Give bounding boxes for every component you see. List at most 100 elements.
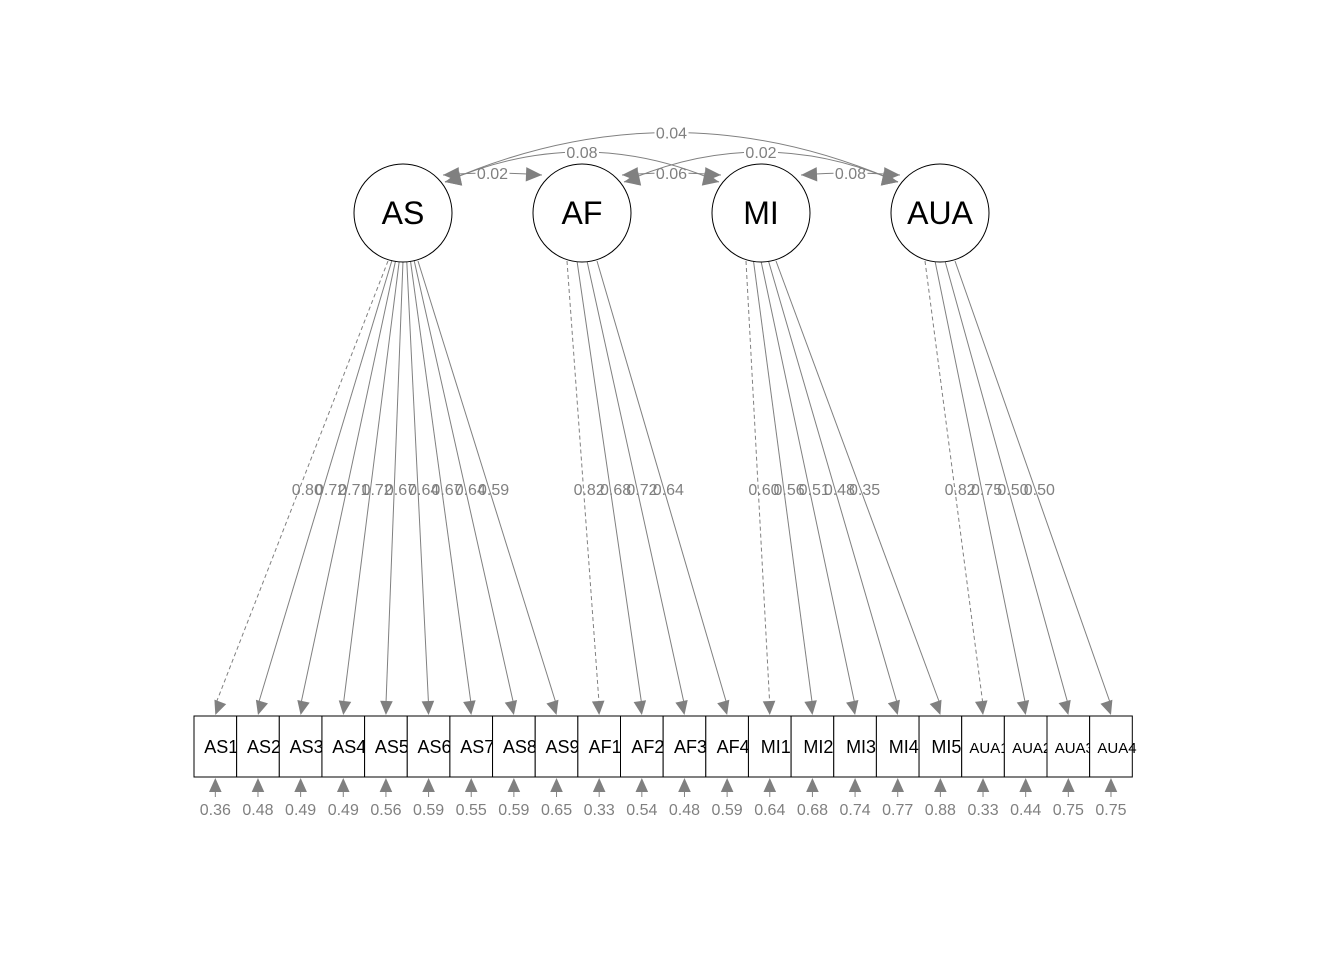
residual-arrowhead (763, 778, 777, 792)
indicator-label: AUA1 (969, 740, 1008, 757)
residual-arrowhead (678, 778, 691, 792)
loading-path (257, 260, 393, 706)
loading-path (342, 260, 400, 706)
loading-label: 0.72 (362, 482, 393, 499)
residual-arrowhead (1104, 778, 1118, 792)
indicator-label: AS2 (247, 737, 281, 757)
loading-label: 0.72 (626, 482, 657, 499)
loading-arrowhead (546, 699, 559, 715)
indicator-label: AF1 (589, 737, 622, 757)
latent-circle (711, 163, 811, 263)
residual-label: 0.59 (712, 802, 743, 819)
covariance-label: 0.06 (656, 166, 687, 183)
latent-circle (532, 163, 632, 263)
residual-label: 0.59 (413, 802, 444, 819)
indicator-label: AS6 (418, 737, 452, 757)
residual-arrowhead (294, 778, 307, 792)
loading-label: 0.64 (653, 482, 684, 499)
latent-circle (890, 163, 990, 263)
residual-arrowhead (720, 778, 734, 792)
residual-label: 0.49 (285, 802, 316, 819)
indicator-node-af1: AF1 0.33 (577, 715, 622, 819)
residual-label: 0.75 (1095, 802, 1126, 819)
indicator-node-mi2: MI2 0.68 (790, 715, 835, 819)
loading-label: 0.64 (408, 482, 439, 499)
indicator-label: AF3 (674, 737, 707, 757)
indicator-node-as2: AS2 0.48 (236, 715, 281, 819)
residual-label: 0.68 (797, 802, 828, 819)
loading-label: 0.60 (748, 482, 779, 499)
residual-arrowhead (209, 778, 222, 792)
loading-path (385, 260, 404, 706)
loading-arrowhead (463, 700, 476, 715)
covariance-label: 0.08 (566, 145, 597, 162)
loading-arrowhead (338, 700, 352, 715)
residual-arrowhead (379, 778, 393, 792)
loading-arrowhead (717, 699, 730, 715)
loading-path (775, 260, 941, 706)
indicator-box (534, 715, 579, 778)
indicator-node-aua1: AUA1 0.33 (961, 715, 1009, 819)
loading-path (417, 260, 558, 706)
covariance-arrowhead (525, 167, 542, 182)
loading-label: 0.51 (799, 482, 830, 499)
residual-arrowhead (976, 778, 990, 792)
covariance-label: 0.04 (656, 126, 687, 143)
loading-arrowhead (675, 699, 688, 715)
covariance-arrowhead (880, 171, 898, 186)
loading-arrowhead (297, 700, 310, 715)
covariance-arrowhead (624, 171, 642, 186)
covariance-arrowhead (445, 171, 463, 186)
loading-label: 0.67 (431, 482, 462, 499)
residual-label: 0.33 (584, 802, 615, 819)
indicator-label: MI1 (761, 737, 791, 757)
residual-arrowhead (422, 778, 435, 792)
loading-label: 0.71 (338, 482, 369, 499)
loading-label: 0.68 (600, 482, 631, 499)
indicator-box (449, 715, 494, 778)
indicator-label: AUA2 (1012, 740, 1051, 757)
loading-path (410, 260, 472, 706)
indicator-label: MI2 (803, 737, 833, 757)
indicator-box (1003, 715, 1048, 778)
loading-label: 0.82 (945, 482, 976, 499)
loading-arrowhead (380, 700, 393, 715)
indicator-label: AS5 (375, 737, 409, 757)
residual-arrowhead (806, 778, 819, 792)
residual-arrowhead (550, 778, 563, 792)
indicator-box (918, 715, 963, 778)
latent-label: MI (743, 195, 779, 231)
loading-arrowhead (846, 700, 859, 715)
residual-arrowhead (891, 778, 905, 792)
loading-path (753, 260, 813, 706)
latent-node-as: AS (353, 163, 453, 263)
loading-arrowhead (762, 700, 776, 715)
residual-arrowhead (934, 778, 947, 792)
indicator-label: AS4 (332, 737, 366, 757)
residual-label: 0.48 (242, 802, 273, 819)
indicator-box (193, 715, 238, 778)
covariance-label-bg (744, 143, 778, 161)
indicator-label: AS3 (290, 737, 324, 757)
indicator-box (406, 715, 451, 778)
indicator-box (577, 715, 621, 778)
residual-label: 0.33 (967, 802, 998, 819)
covariance-label-bg (654, 123, 689, 142)
indicator-label: AUA4 (1097, 740, 1136, 757)
indicator-node-as6: AS6 0.59 (406, 715, 452, 819)
latent-label: AUA (907, 195, 973, 231)
loading-path (406, 260, 430, 706)
residual-arrowhead (635, 778, 649, 792)
indicator-label: AS8 (503, 737, 537, 757)
loading-path (576, 260, 643, 706)
residual-arrowhead (251, 778, 265, 792)
loading-label: 0.72 (315, 482, 346, 499)
residual-label: 0.36 (200, 802, 231, 819)
